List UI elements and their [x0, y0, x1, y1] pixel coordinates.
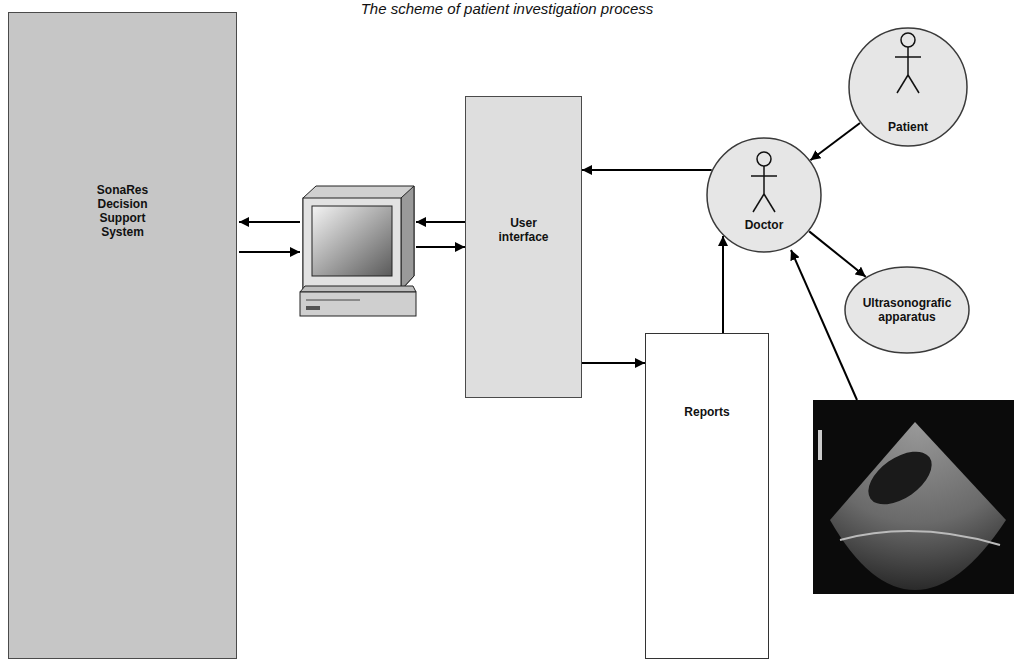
flow-arrow — [791, 250, 857, 400]
reports-box: Reports — [645, 333, 769, 659]
node-label: Reports — [657, 405, 757, 419]
node-label: Ultrasonografic apparatus — [855, 296, 959, 324]
flow-arrow — [810, 123, 860, 160]
computer-icon — [300, 186, 416, 316]
flow-arrow — [416, 221, 465, 223]
interface-box: User interface — [465, 96, 582, 398]
flow-arrow — [239, 251, 300, 253]
node-outline — [706, 137, 822, 253]
actor-circle: Patient — [848, 27, 968, 147]
flow-arrow — [582, 169, 712, 171]
node-label: SonaRes Decision Support System — [91, 183, 155, 239]
system-panel: SonaRes Decision Support System — [8, 12, 237, 659]
node-outline — [465, 96, 582, 398]
node-outline — [645, 333, 769, 659]
flow-arrow — [722, 236, 724, 333]
actor-figure — [895, 33, 921, 93]
actor-circle: Doctor — [706, 137, 822, 253]
flow-arrow — [809, 231, 865, 276]
flow-arrow — [416, 246, 465, 248]
node-label: User interface — [489, 216, 559, 244]
flow-arrow — [239, 221, 300, 223]
flow-arrow — [582, 362, 645, 364]
node-label: Patient — [868, 120, 948, 134]
node-label: Doctor — [724, 218, 804, 232]
actor-figure — [751, 152, 777, 212]
ultrasound-image — [813, 400, 1014, 594]
device-ellipse: Ultrasonografic apparatus — [844, 266, 970, 354]
node-outline — [8, 12, 237, 659]
